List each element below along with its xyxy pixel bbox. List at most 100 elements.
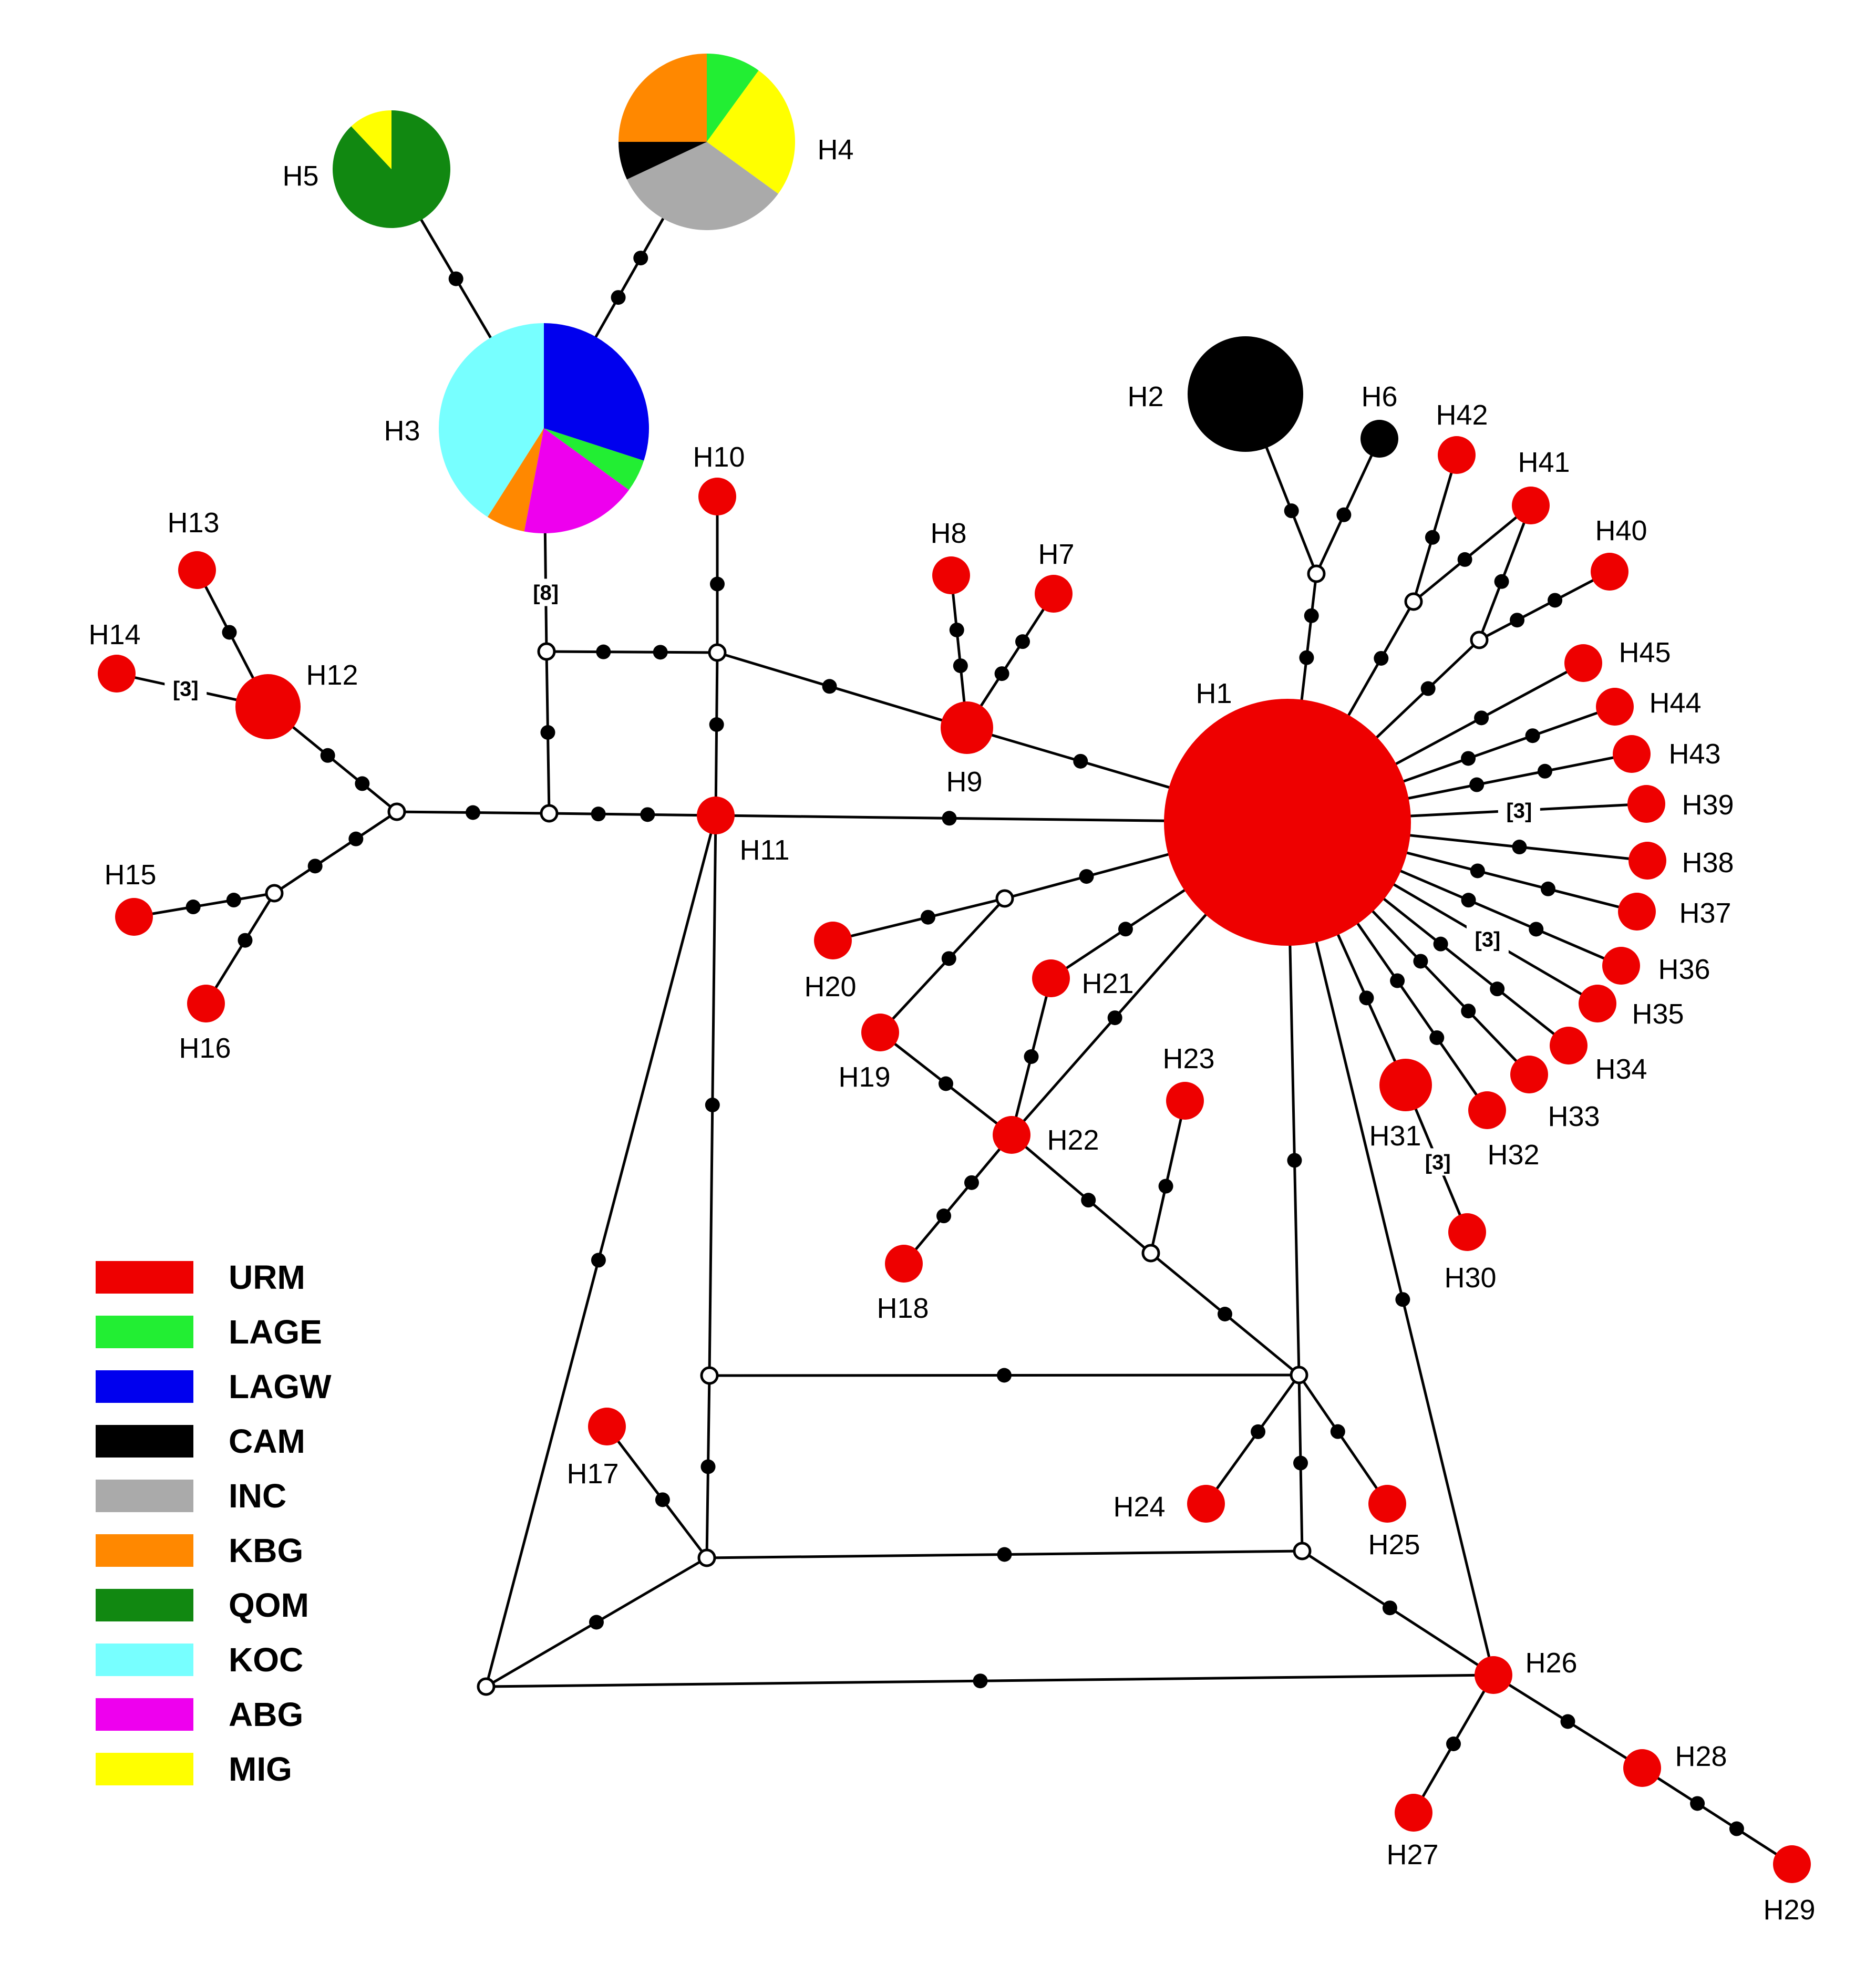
legend-label-URM: URM: [229, 1258, 305, 1296]
haplotype-node-H18: [885, 1245, 923, 1283]
mutation-step-dot: [1461, 893, 1476, 908]
pie-slice-URM: [1602, 947, 1640, 985]
mutation-step-dot: [1512, 840, 1527, 855]
pie-slice-KBG: [487, 428, 544, 532]
pie-slice-LAGE: [707, 54, 759, 142]
step-count-label: [8]: [533, 581, 559, 604]
pie-slice-URM: [1773, 1845, 1811, 1883]
edge-mv3-H11: [549, 812, 716, 817]
haplotype-node-H10: [698, 478, 736, 515]
mutation-step-dot: [1457, 552, 1472, 567]
haplotype-node-H5: [333, 110, 450, 228]
haplotype-node-H3: [439, 323, 650, 533]
pie-slice-URM: [1448, 1213, 1486, 1251]
mutation-step-dot: [591, 807, 606, 822]
median-vector-mv8: [1404, 592, 1423, 611]
haplotype-label-H42: H42: [1436, 399, 1488, 431]
legend-label-KBG: KBG: [229, 1532, 303, 1569]
haplotype-label-H28: H28: [1675, 1741, 1727, 1772]
haplotype-node-H28: [1623, 1749, 1661, 1787]
haplotype-node-H22: [993, 1116, 1030, 1154]
edge-mv15-H26: [486, 1673, 1494, 1688]
mutation-steps: [8][3][3][3][3]: [164, 251, 1744, 1836]
mutation-step-dot: [1251, 1424, 1266, 1439]
legend-label-ABG: ABG: [229, 1696, 303, 1733]
edge-mv14-H26: [1301, 1549, 1494, 1677]
edge-H28-H29: [1641, 1766, 1793, 1866]
mutation-step-dot: [994, 666, 1009, 681]
step-count-label: [3]: [1425, 1151, 1451, 1174]
haplotype-node-H40: [1591, 553, 1628, 591]
haplotype-node-H25: [1368, 1485, 1406, 1523]
haplotype-label-H18: H18: [877, 1293, 929, 1324]
edge-H41-mv9: [1478, 505, 1532, 640]
haplotype-label-H13: H13: [167, 507, 219, 539]
pie-slice-URM: [1613, 735, 1651, 773]
mutation-step-dot: [1382, 1600, 1397, 1616]
pie-slice-URM: [1395, 1794, 1432, 1832]
mutation-step-dot: [448, 271, 463, 286]
haplotype-node-H23: [1166, 1082, 1204, 1120]
haplotype-label-H12: H12: [306, 659, 358, 691]
mutation-step-dot: [1395, 1292, 1410, 1307]
haplotype-label-H15: H15: [104, 859, 156, 891]
mutation-step-dot: [653, 645, 668, 660]
pie-slice-URM: [1510, 1056, 1548, 1093]
haplotype-label-H20: H20: [804, 971, 856, 1002]
haplotype-label-H2: H2: [1127, 381, 1163, 412]
haplotype-node-H13: [178, 551, 216, 589]
pie-slice-URM: [885, 1245, 923, 1283]
pie-slice-URM: [1032, 959, 1070, 997]
mutation-step-dot: [1024, 1049, 1039, 1064]
mutation-step-dot: [1560, 1714, 1575, 1729]
haplotype-label-H6: H6: [1361, 381, 1397, 412]
mutation-step-dot: [1469, 777, 1485, 792]
step-count-label: [3]: [173, 678, 199, 701]
mutation-step-dot: [1540, 881, 1555, 896]
pie-slice-MIG: [707, 70, 795, 194]
mutation-step-dot: [1470, 863, 1485, 879]
pie-slice-URM: [1564, 644, 1602, 682]
haplotype-label-H27: H27: [1386, 1839, 1438, 1870]
haplotype-label-H38: H38: [1682, 847, 1734, 879]
mutation-step-dot: [1081, 1193, 1096, 1208]
haplotype-label-H8: H8: [930, 518, 966, 549]
haplotype-node-H8: [932, 556, 970, 594]
median-vectors: [265, 564, 1489, 1696]
median-vector-mv6: [995, 889, 1014, 908]
pie-slice-URM: [1164, 699, 1411, 946]
haplotype-node-H34: [1550, 1027, 1588, 1064]
mutation-step-dot: [709, 717, 724, 732]
pie-slice-URM: [993, 1116, 1030, 1154]
pie-slice-INC: [626, 142, 778, 230]
mutation-step-dot: [941, 951, 956, 966]
median-vector-mv5: [265, 884, 284, 903]
mutation-step-dot: [355, 776, 370, 791]
legend-swatch-LAGE: [96, 1316, 193, 1348]
legend-swatch-MIG: [96, 1753, 193, 1785]
edge-mv4-mv5: [273, 810, 398, 895]
mutation-step-dot: [1390, 973, 1405, 988]
haplotype-labels: H1H2H3H4H5H6H7H8H9H10H11H12H13H14H15H16H…: [88, 134, 1815, 1926]
pie-slice-URM: [1550, 1027, 1588, 1064]
mutation-step-dot: [226, 893, 241, 908]
mutation-step-dot: [1548, 593, 1563, 608]
mutation-step-dot: [997, 1547, 1012, 1562]
haplotype-label-H5: H5: [282, 160, 318, 192]
mutation-step-dot: [1529, 922, 1544, 937]
pie-slice-URM: [941, 701, 993, 754]
haplotype-label-H17: H17: [566, 1458, 619, 1490]
pie-slice-URM: [1596, 688, 1634, 726]
mutation-step-dot: [1118, 922, 1133, 937]
haplotype-label-H24: H24: [1113, 1491, 1165, 1523]
mutation-step-dot: [611, 290, 626, 305]
mutation-step-dot: [920, 910, 935, 925]
pie-slice-URM: [814, 922, 852, 959]
legend-label-MIG: MIG: [229, 1750, 292, 1788]
haplotype-node-H11: [697, 797, 735, 834]
mutation-step-dot: [700, 1459, 716, 1474]
median-vector-mv15: [477, 1677, 496, 1696]
haplotype-label-H23: H23: [1162, 1043, 1214, 1074]
step-label-bg: [1417, 1148, 1459, 1176]
mutation-step-dot: [540, 725, 555, 740]
